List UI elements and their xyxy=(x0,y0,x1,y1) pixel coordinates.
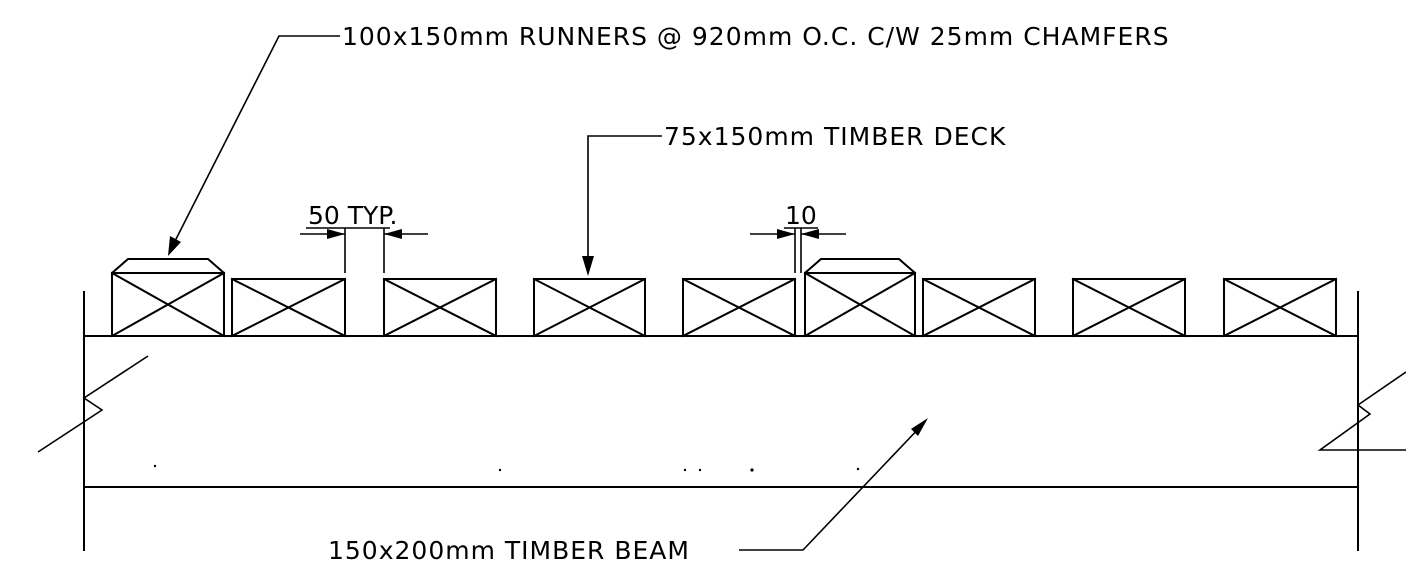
deck-board xyxy=(382,277,498,338)
deck-board xyxy=(532,277,647,338)
beam-leader xyxy=(739,418,928,551)
small-gap-dimension-label: 10 xyxy=(785,201,817,230)
beam-callout-label: 150x200mm TIMBER BEAM xyxy=(328,536,690,565)
right-break-symbol xyxy=(1317,371,1406,451)
runners-callout-label: 100x150mm RUNNERS @ 920mm O.C. C/W 25mm … xyxy=(342,22,1170,51)
deck-board xyxy=(921,277,1037,338)
deck-board xyxy=(681,277,797,338)
runner xyxy=(110,258,226,338)
deck-board xyxy=(230,277,347,338)
deck-leader xyxy=(582,135,662,276)
gap-dimension-label: 50 TYP. xyxy=(308,201,397,230)
deck-board xyxy=(1222,277,1338,338)
left-break-symbol xyxy=(37,355,149,453)
deck-callout-label: 75x150mm TIMBER DECK xyxy=(664,122,1006,151)
drawing-specks xyxy=(153,464,860,472)
gap-dimension: 50 TYP. xyxy=(300,201,428,273)
small-gap-dimension: 10 xyxy=(750,201,846,273)
runner xyxy=(803,258,917,338)
deck-board xyxy=(1071,277,1187,338)
runners-leader xyxy=(168,35,340,256)
